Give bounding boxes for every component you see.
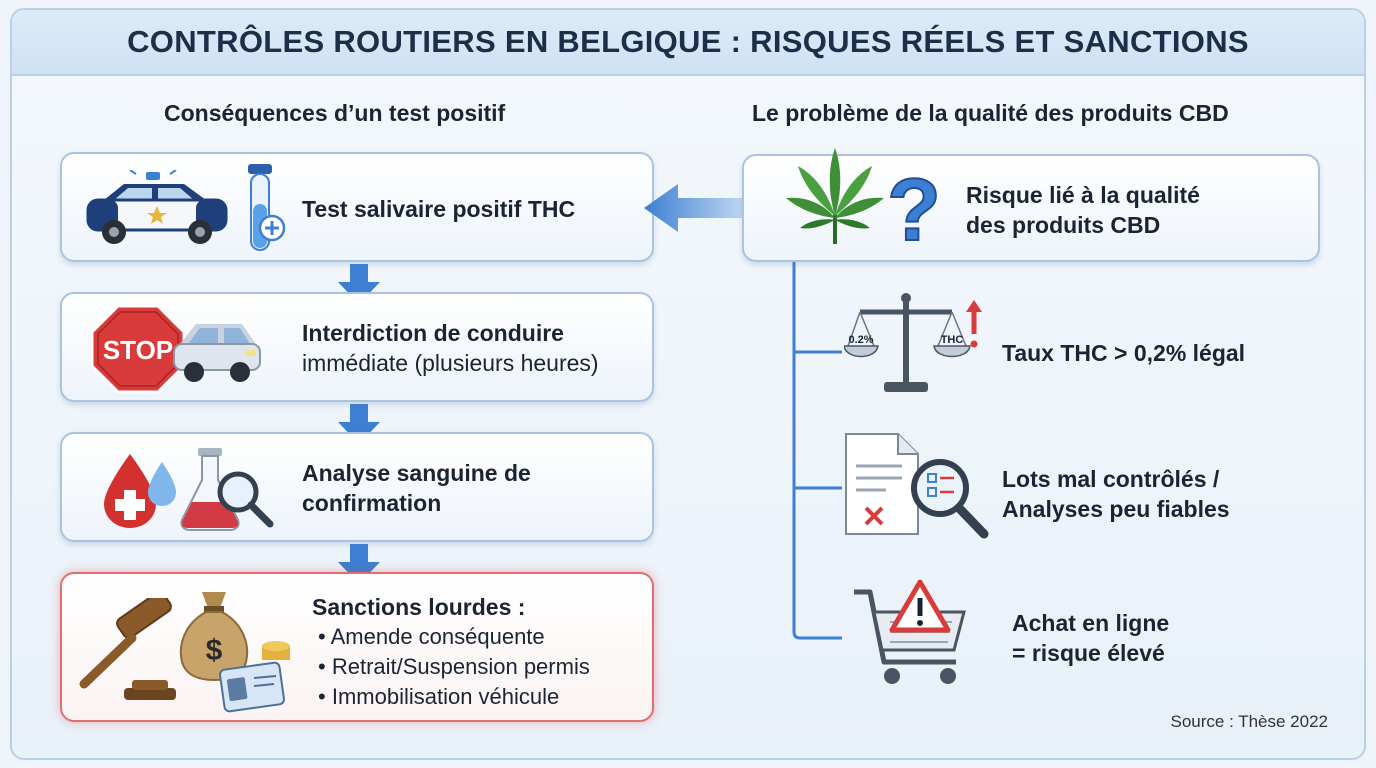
scale-icon: 0.2% THC bbox=[844, 293, 982, 392]
document-icon bbox=[845, 433, 989, 539]
svg-text:?: ? bbox=[887, 164, 941, 256]
source-note: Source : Thèse 2022 bbox=[1170, 712, 1328, 731]
step-1-text: Test salivaire positif THC bbox=[302, 194, 575, 224]
item-achat-line-1: Achat en ligne bbox=[1012, 610, 1170, 636]
title-bar: CONTRÔLES ROUTIERS EN BELGIQUE : RISQUES… bbox=[12, 10, 1364, 76]
step-card-test-salivaire: Test salivaire positif THC bbox=[60, 152, 654, 262]
stop-sign-text: STOP bbox=[103, 335, 173, 365]
step-2-text: Interdiction de conduire immédiate (plus… bbox=[302, 318, 599, 378]
cbd-quality-card: ? Risque lié à la qualité des produits C… bbox=[742, 148, 1320, 262]
infographic-frame: CONTRÔLES ROUTIERS EN BELGIQUE : RISQUES… bbox=[10, 8, 1366, 760]
sanctions-list: Amende conséquente Retrait/Suspension pe… bbox=[318, 622, 590, 712]
list-item: Retrait/Suspension permis bbox=[318, 652, 590, 682]
step-3-title-2: confirmation bbox=[302, 490, 442, 516]
scale-right-label: THC bbox=[941, 334, 964, 346]
cbd-quality-line-2: des produits CBD bbox=[966, 212, 1161, 238]
gavel-icon bbox=[79, 598, 176, 700]
item-lots-line-2: Analyses peu fiables bbox=[1002, 496, 1230, 522]
step-4-text: Sanctions lourdes : Amende conséquente R… bbox=[312, 592, 590, 712]
step-4-title: Sanctions lourdes : bbox=[312, 594, 526, 620]
question-mark-icon: ? bbox=[886, 164, 942, 256]
item-lots-text: Lots mal contrôlés / Analyses peu fiable… bbox=[1002, 464, 1230, 524]
item-lots-line-1: Lots mal contrôlés / bbox=[1002, 466, 1220, 492]
left-arrow-icon bbox=[644, 184, 756, 232]
list-item: Immobilisation véhicule bbox=[318, 682, 590, 712]
police-car-icon bbox=[86, 170, 228, 244]
right-column-heading: Le problème de la qualité des produits C… bbox=[752, 100, 1229, 126]
step-card-sanctions: $ Sanctions lourdes : Amende conséquente… bbox=[60, 572, 654, 722]
stop-sign-icon: STOP bbox=[90, 304, 186, 394]
warning-icon bbox=[889, 579, 951, 633]
shopping-cart-icon bbox=[854, 579, 966, 684]
tree-connector bbox=[792, 262, 842, 640]
down-arrow-icon bbox=[338, 404, 380, 444]
car-icon bbox=[173, 324, 261, 382]
step-3-text: Analyse sanguine de confirmation bbox=[302, 458, 531, 518]
item-thc-line-1: Taux THC > 0,2% légal bbox=[1002, 340, 1246, 366]
item-achat-line-2: = risque élevé bbox=[1012, 640, 1165, 666]
license-icon bbox=[219, 641, 290, 713]
step-3-title: Analyse sanguine de bbox=[302, 460, 531, 486]
cannabis-leaf-icon bbox=[786, 148, 884, 244]
svg-text:$: $ bbox=[206, 634, 223, 667]
cbd-quality-line-1: Risque lié à la qualité bbox=[966, 182, 1200, 208]
step-2-title: Interdiction de conduire bbox=[302, 320, 564, 346]
money-bag-icon: $ bbox=[179, 592, 249, 682]
left-column-heading: Conséquences d’un test positif bbox=[164, 100, 506, 126]
step-2-subtitle: immédiate (plusieurs heures) bbox=[302, 350, 599, 376]
page-title: CONTRÔLES ROUTIERS EN BELGIQUE : RISQUES… bbox=[127, 24, 1249, 59]
list-item: Amende conséquente bbox=[318, 622, 590, 652]
flask-icon bbox=[180, 448, 274, 531]
step-card-interdiction: STOP Interdiction de conduire immédiate … bbox=[60, 292, 654, 402]
step-card-analyse: Analyse sanguine de confirmation bbox=[60, 432, 654, 542]
cbd-quality-text: Risque lié à la qualité des produits CBD bbox=[966, 180, 1200, 240]
item-thc-text: Taux THC > 0,2% légal bbox=[1002, 338, 1245, 368]
scale-left-label: 0.2% bbox=[848, 334, 873, 346]
blood-drop-icon bbox=[104, 454, 176, 528]
down-arrow-icon bbox=[338, 264, 380, 304]
test-tube-icon bbox=[248, 164, 286, 251]
item-achat-text: Achat en ligne = risque élevé bbox=[1012, 608, 1169, 668]
down-arrow-icon bbox=[338, 544, 380, 584]
magnifier-icon bbox=[217, 471, 259, 513]
step-1-title: Test salivaire positif THC bbox=[302, 196, 576, 222]
